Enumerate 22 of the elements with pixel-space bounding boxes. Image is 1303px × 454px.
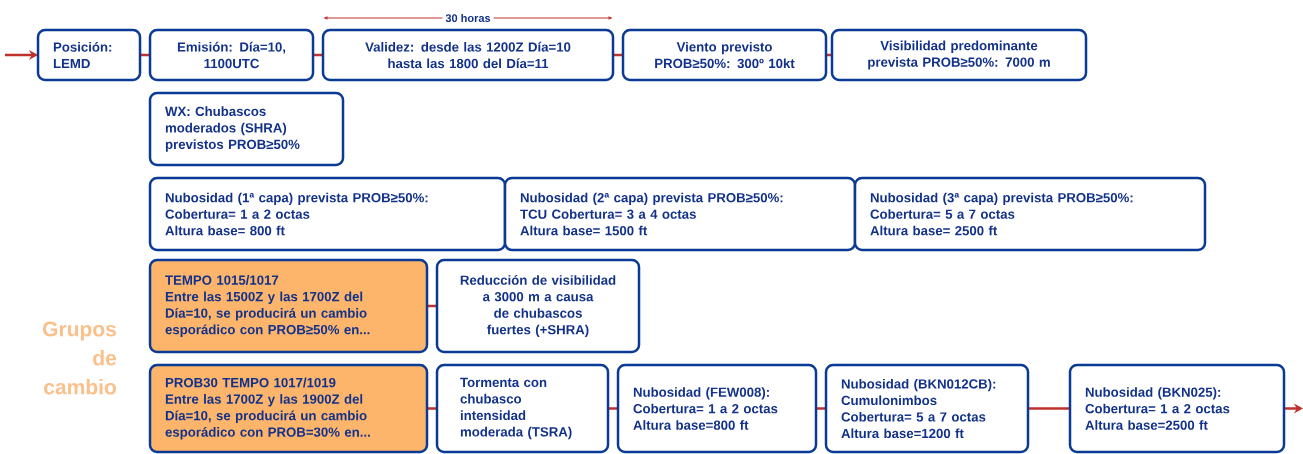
- change-group-box: TEMPO 1015/1017 Entre las 1500Z y las 1700Z del Día=10, se producirá un cambio esporádico con PROB≥50% en...: [148, 258, 429, 354]
- info-box: Viento previsto PROB≥50%: 300º 10kt: [621, 28, 828, 82]
- info-box: Nubosidad (2ª capa) prevista PROB≥50%: TCU Cobertura= 3 a 4 octas Altura base= 1500 ft: [503, 176, 857, 252]
- connector-line: [608, 407, 618, 410]
- info-box: Reducción de visibilidad a 3000 m a causa de chubascos fuertes (+SHRA): [435, 258, 641, 354]
- info-box: Nubosidad (BKN012CB): Cumulonimbos Cobertura= 5 a 7 octas Altura base=1200 ft: [824, 363, 1030, 454]
- connector-line: [816, 407, 826, 410]
- dimension-label: 30 horas: [442, 10, 494, 26]
- info-box: Nubosidad (BKN025): Cobertura= 1 a 2 octas Altura base=2500 ft: [1068, 363, 1286, 454]
- change-group-box: PROB30 TEMPO 1017/1019 Entre las 1700Z y las 1900Z del Día=10, se producirá un cambio esporádico con PROB=30% en...: [148, 363, 429, 454]
- info-box: WX: Chubascos moderados (SHRA) previstos PROB≥50%: [148, 91, 345, 167]
- connector-line: [427, 407, 437, 410]
- info-box: Validez: desde las 1200Z Día=10 hasta las 1800 del Día=11: [321, 28, 615, 82]
- info-box: Nubosidad (3ª capa) prevista PROB≥50%: Cobertura= 5 a 7 octas Altura base= 2500 ft: [853, 176, 1207, 252]
- info-box: Emisión: Día=10, 1100UTC: [148, 28, 315, 82]
- info-box: Nubosidad (1ª capa) prevista PROB≥50%: Cobertura= 1 a 2 octas Altura base= 800 ft: [148, 176, 507, 252]
- info-box: Tormenta con chubasco intensidad moderada (TSRA): [435, 363, 610, 454]
- info-box: Posición: LEMD: [36, 28, 142, 82]
- info-box: Visibilidad predominante prevista PROB≥50%: 7000 m: [830, 28, 1088, 82]
- section-label: Grupos de cambio: [43, 321, 117, 395]
- info-box: Nubosidad (FEW008): Cobertura= 1 a 2 octas Altura base=800 ft: [616, 363, 818, 454]
- connector-line: [1028, 407, 1070, 410]
